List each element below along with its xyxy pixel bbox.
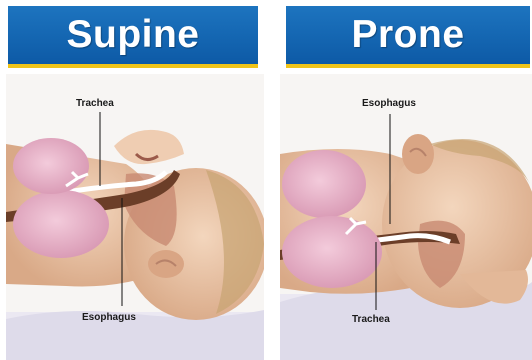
prone-esophagus-label: Esophagus xyxy=(362,98,416,109)
prone-trachea-label: Trachea xyxy=(352,314,390,325)
prone-diagram xyxy=(280,74,532,360)
lung-upper xyxy=(13,138,89,194)
lung-upper xyxy=(282,150,366,218)
supine-trachea-label: Trachea xyxy=(76,98,114,109)
lung-lower xyxy=(13,190,109,258)
prone-illustration: Esophagus Trachea xyxy=(280,74,532,360)
prone-title: Prone xyxy=(286,6,530,68)
supine-illustration: Trachea Esophagus xyxy=(6,74,264,360)
ear xyxy=(402,134,434,174)
supine-esophagus-label: Esophagus xyxy=(82,312,136,323)
lung-lower xyxy=(282,216,382,288)
supine-title: Supine xyxy=(8,6,258,68)
ear xyxy=(148,250,184,278)
